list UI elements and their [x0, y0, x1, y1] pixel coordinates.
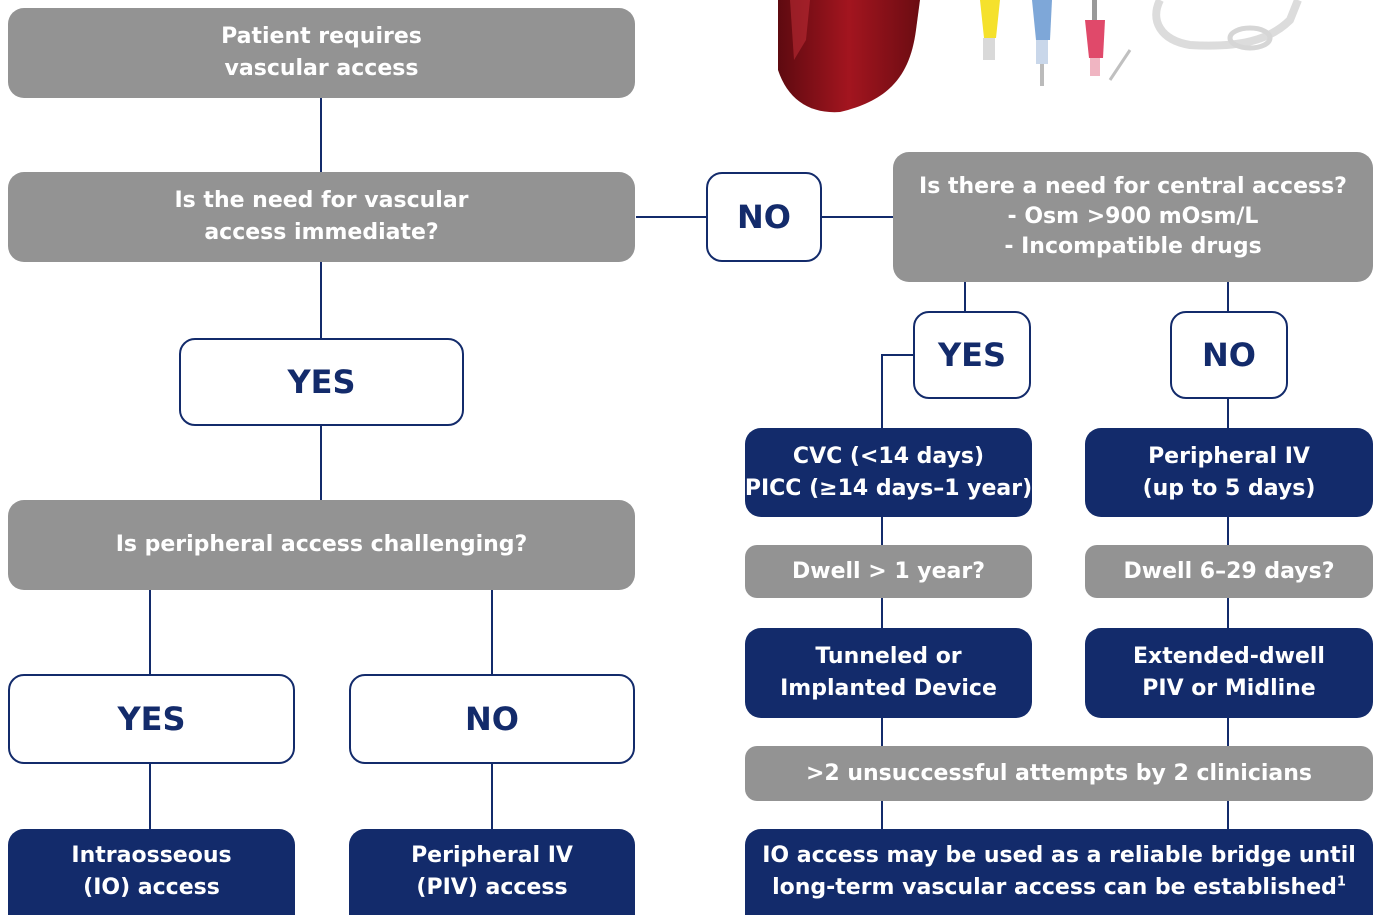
peripheral-yes-label: YES	[117, 700, 186, 738]
central-question-line2: - Osm >900 mOsm/L	[1007, 204, 1259, 229]
piv-access-line1: Peripheral IV	[411, 843, 573, 868]
dwell-days-label: Dwell 6–29 days?	[1123, 558, 1335, 584]
peripheral-yes-node: YES	[8, 674, 295, 764]
immediate-yes-node: YES	[179, 338, 464, 426]
io-bridge-line2: long-term vascular access can be establi…	[772, 875, 1337, 900]
central-no-label: NO	[1202, 336, 1256, 374]
immediate-no-label: NO	[737, 198, 791, 236]
immediate-yes-label: YES	[287, 363, 356, 401]
peripheral-no-label: NO	[465, 700, 519, 738]
io-bridge-line2-wrap: long-term vascular access can be establi…	[772, 872, 1346, 904]
extended-dwell-node: Extended-dwell PIV or Midline	[1085, 628, 1373, 718]
immediate-line1: Is the need for vascular	[174, 188, 469, 213]
dwell-year-node: Dwell > 1 year?	[745, 545, 1032, 598]
piv-access-line2: (PIV) access	[416, 875, 568, 900]
io-access-line1: Intraosseous	[71, 843, 232, 868]
central-question-line1: Is there a need for central access?	[919, 174, 1347, 199]
peripheral-question-label: Is peripheral access challenging?	[115, 532, 528, 557]
start-node: Patient requires vascular access	[8, 8, 635, 98]
extended-dwell-line2: PIV or Midline	[1142, 676, 1316, 701]
tunneled-line2: Implanted Device	[780, 676, 997, 701]
io-bridge-node: IO access may be used as a reliable brid…	[745, 829, 1373, 915]
io-access-node: Intraosseous (IO) access	[8, 829, 295, 915]
cvc-picc-line2: PICC (≥14 days–1 year)	[744, 475, 1033, 501]
central-question-node: Is there a need for central access? - Os…	[893, 152, 1373, 282]
start-line1: Patient requires	[221, 24, 422, 49]
io-bridge-line1: IO access may be used as a reliable brid…	[762, 843, 1356, 868]
immediate-question-node: Is the need for vascular access immediat…	[8, 172, 635, 262]
cvc-picc-node: CVC (<14 days) PICC (≥14 days–1 year)	[745, 428, 1032, 517]
unsuccessful-attempts-label: >2 unsuccessful attempts by 2 clinicians	[805, 760, 1313, 786]
piv-access-node: Peripheral IV (PIV) access	[349, 829, 635, 915]
central-yes-node: YES	[913, 311, 1031, 399]
peripheral-iv-line2: (up to 5 days)	[1142, 475, 1316, 501]
immediate-no-node: NO	[706, 172, 822, 262]
peripheral-iv-line1: Peripheral IV	[1148, 443, 1310, 469]
central-question-line3: - Incompatible drugs	[1004, 234, 1262, 259]
io-access-line2: (IO) access	[83, 875, 220, 900]
immediate-line2: access immediate?	[204, 220, 439, 245]
footnote-marker: 1	[1336, 874, 1346, 890]
extended-dwell-line1: Extended-dwell	[1133, 644, 1325, 669]
central-no-node: NO	[1170, 311, 1288, 399]
tunneled-line1: Tunneled or	[815, 644, 962, 669]
peripheral-question-node: Is peripheral access challenging?	[8, 500, 635, 590]
dwell-year-label: Dwell > 1 year?	[791, 558, 986, 584]
start-line2: vascular access	[224, 56, 419, 81]
unsuccessful-attempts-node: >2 unsuccessful attempts by 2 clinicians	[745, 746, 1373, 801]
cvc-picc-line1: CVC (<14 days)	[792, 443, 985, 469]
central-yes-label: YES	[937, 336, 1007, 374]
peripheral-no-node: NO	[349, 674, 635, 764]
peripheral-iv-node: Peripheral IV (up to 5 days)	[1085, 428, 1373, 517]
dwell-days-node: Dwell 6–29 days?	[1085, 545, 1373, 598]
tunneled-node: Tunneled or Implanted Device	[745, 628, 1032, 718]
vascular-access-devices-image	[770, 0, 1302, 113]
